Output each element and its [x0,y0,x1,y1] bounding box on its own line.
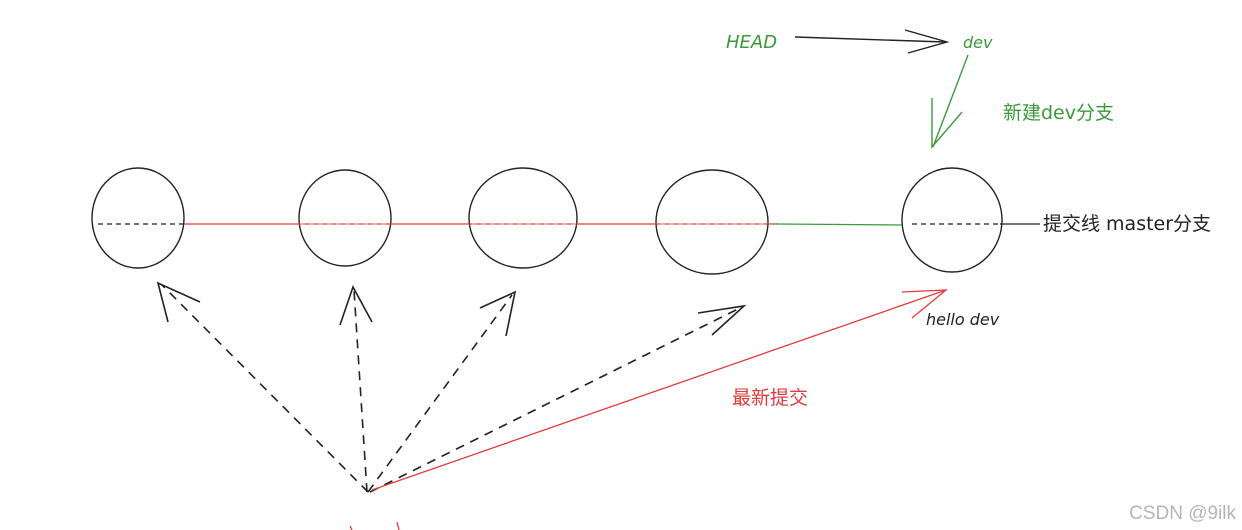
origin-marks [349,521,400,530]
history-pointers [156,281,747,493]
head-label: HEAD [726,32,777,53]
commit-nodes [91,167,1003,275]
pointer-to-commit-4 [369,307,741,493]
dev-to-commit-arrow [931,54,969,149]
commit-node-2 [298,169,392,267]
watermark: CSDN @9ilk [1129,503,1236,524]
new-dev-branch-label: 新建dev分支 [1003,102,1114,124]
dev-commit-line [775,223,903,226]
head-to-dev-arrow [794,29,950,54]
dev-label: dev [963,33,993,52]
pointer-to-commit-1 [161,284,369,493]
master-line-label: 提交线 master分支 [1043,213,1211,235]
latest-commit-label: 最新提交 [732,387,808,409]
latest-commit-arrow [371,289,948,491]
commit-node-1 [91,167,185,269]
pointer-to-commit-2 [353,289,368,493]
commit-node-5 [901,167,1003,273]
commit-node-3 [468,167,578,269]
pointer-to-commit-3 [367,294,513,493]
hello-dev-label: hello dev [926,310,1000,329]
commit-node-4 [655,169,769,275]
